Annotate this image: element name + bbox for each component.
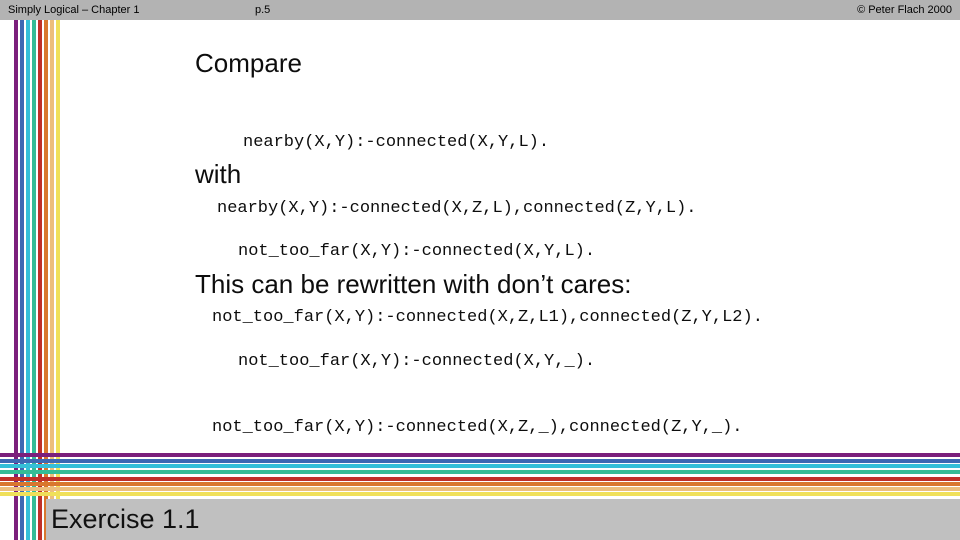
code-block-nearby: nearby(X,Y):-connected(X,Y,L). nearby(X,… bbox=[217, 88, 696, 264]
section-heading-with: with bbox=[195, 159, 242, 189]
code-line: not_too_far(X,Y):-connected(X,Z,_),conne… bbox=[212, 418, 743, 437]
section-heading-compare: Compare bbox=[195, 48, 302, 78]
code-line: not_too_far(X,Y):-connected(X,Y,L). bbox=[238, 242, 596, 261]
horizontal-stripe bbox=[0, 453, 960, 457]
horizontal-stripe bbox=[0, 482, 960, 486]
vertical-stripe bbox=[14, 20, 18, 540]
code-line: not_too_far(X,Y):-connected(X,Z,L1),conn… bbox=[212, 308, 763, 327]
vertical-stripe bbox=[26, 20, 30, 540]
horizontal-stripe bbox=[0, 487, 960, 491]
section-heading-dont-cares: This can be rewritten with don’t cares: bbox=[195, 269, 632, 299]
page-number: p.5 bbox=[255, 4, 271, 16]
header-title: Simply Logical – Chapter 1 bbox=[8, 4, 140, 16]
vertical-stripe bbox=[20, 20, 24, 540]
horizontal-stripe bbox=[0, 477, 960, 481]
footer-bar: Exercise 1.1 bbox=[46, 499, 960, 540]
code-line: nearby(X,Y):-connected(X,Y,L). bbox=[243, 133, 550, 152]
vertical-stripe bbox=[50, 20, 54, 540]
exercise-label: Exercise 1.1 bbox=[51, 504, 200, 534]
copyright-notice: © Peter Flach 2000 bbox=[857, 4, 952, 16]
header-bar: Simply Logical – Chapter 1 p.5 © Peter F… bbox=[0, 0, 960, 20]
code-block-not-too-far: not_too_far(X,Y):-connected(X,Y,L). not_… bbox=[212, 197, 763, 373]
horizontal-stripe bbox=[0, 470, 960, 474]
horizontal-stripe bbox=[0, 459, 960, 463]
code-line: not_too_far(X,Y):-connected(X,Y,_). bbox=[238, 352, 596, 371]
vertical-stripe bbox=[56, 20, 60, 540]
code-block-dont-cares: not_too_far(X,Y):-connected(X,Y,_). not_… bbox=[212, 307, 743, 483]
horizontal-stripe bbox=[0, 464, 960, 468]
vertical-stripe bbox=[44, 20, 48, 540]
vertical-stripe bbox=[32, 20, 36, 540]
code-line: nearby(X,Y):-connected(X,Z,L),connected(… bbox=[217, 199, 697, 218]
horizontal-stripe bbox=[0, 492, 960, 496]
vertical-stripe bbox=[38, 20, 42, 540]
